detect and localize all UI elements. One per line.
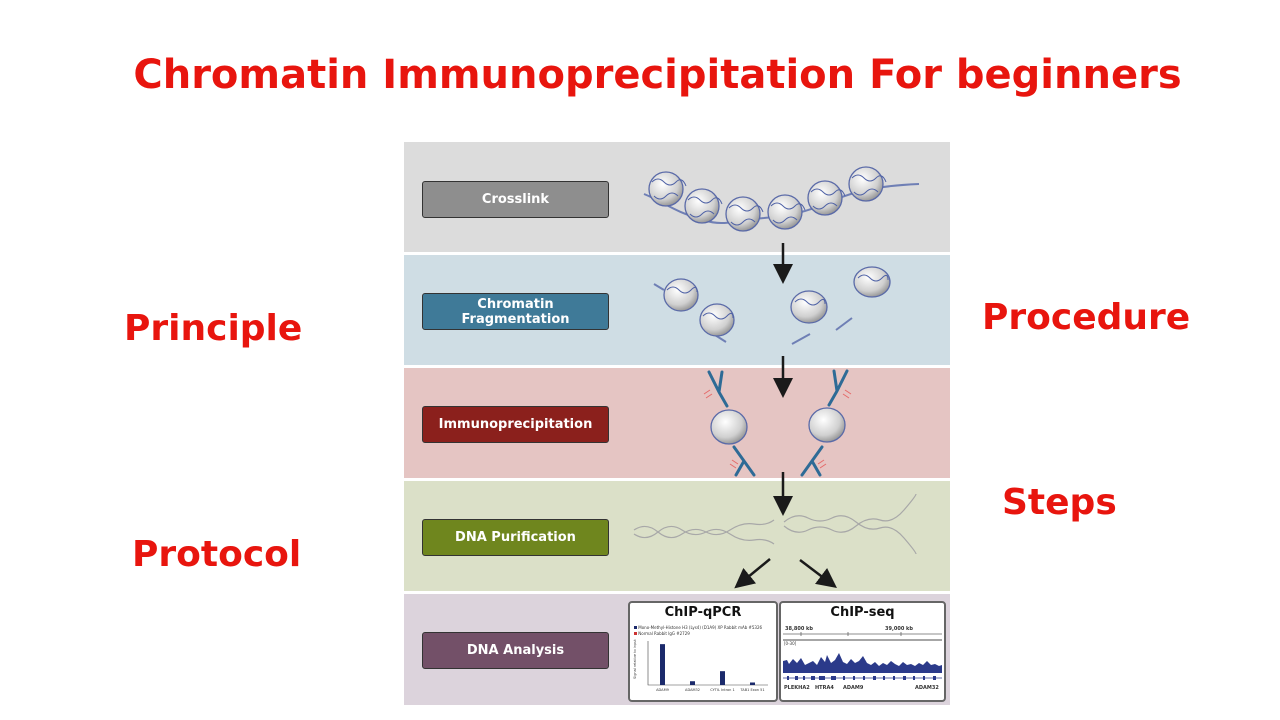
seq-coord-right: 39,000 kb — [885, 626, 913, 632]
chip-qpcr-card: ChIP-qPCR Mono-Methyl-Histone H3 (Lys4) … — [628, 601, 778, 702]
gene-label-htra4: HTRA4 — [815, 685, 834, 691]
qpcr-category-label: TAB1 Exon 51 — [739, 688, 764, 692]
page-title: Chromatin Immunoprecipitation For beginn… — [133, 52, 1182, 98]
qpcr-category-label: CYTIL Intron 1 — [710, 688, 734, 692]
seq-coord-left: 38,800 kb — [785, 626, 813, 632]
purified-dna-icon — [633, 493, 917, 555]
label-steps: Steps — [1002, 482, 1117, 523]
label-protocol: Protocol — [132, 534, 302, 575]
qpcr-bar — [750, 682, 755, 685]
qpcr-legend-2-text: Normal Rabbit IgG #2729 — [638, 631, 690, 636]
qpcr-legend-1-text: Mono-Methyl-Histone H3 (Lys4) (D1A9) XP … — [638, 625, 763, 630]
qpcr-bar — [720, 671, 725, 685]
gene-label-adam32: ADAM32 — [915, 685, 939, 691]
chip-workflow-diagram: Crosslink Chromatin Fragmentation Immuno… — [404, 142, 950, 705]
antibody-bound-chromatin-icon — [703, 369, 852, 477]
label-principle: Principle — [124, 308, 303, 349]
step-label-dna-purification: DNA Purification — [422, 519, 609, 556]
flow-arrows — [734, 243, 837, 589]
step-label-fragmentation: Chromatin Fragmentation — [422, 293, 609, 330]
qpcr-category-label: ADAM32 — [685, 688, 700, 692]
step-label-crosslink: Crosslink — [422, 181, 609, 218]
label-procedure: Procedure — [982, 297, 1191, 338]
seq-signal-area — [783, 653, 942, 673]
qpcr-axis — [647, 641, 768, 686]
seq-range: [0-30] — [784, 641, 797, 646]
step-label-immunoprecipitation: Immunoprecipitation — [422, 406, 609, 443]
band-immunoprecipitation: Immunoprecipitation — [404, 368, 950, 478]
arrow-diagonal-icon — [799, 559, 837, 589]
crosslinked-chromatin-icon — [643, 166, 920, 232]
workflow-illustration — [633, 166, 920, 589]
step-label-dna-analysis: DNA Analysis — [422, 632, 609, 669]
qpcr-bar — [660, 644, 665, 685]
qpcr-legend-1: Mono-Methyl-Histone H3 (Lys4) (D1A9) XP … — [634, 625, 762, 630]
gene-label-plekha2: PLEKHA2 — [784, 685, 810, 691]
fragmented-chromatin-icon — [653, 266, 891, 345]
seq-track — [783, 632, 942, 680]
qpcr-bar — [690, 681, 695, 685]
gene-label-adam9: ADAM9 — [843, 685, 864, 691]
qpcr-category-label: ADAM9 — [656, 688, 669, 692]
chip-seq-title: ChIP-seq — [830, 605, 895, 620]
chip-qpcr-title: ChIP-qPCR — [664, 605, 742, 620]
qpcr-legend-2: Normal Rabbit IgG #2729 — [634, 631, 690, 636]
arrow-diagonal-icon — [734, 558, 771, 589]
chip-seq-card: ChIP-seq 38,800 kb 39,000 kb [0-30] PLEK… — [779, 601, 946, 702]
step-label-fragmentation-text: Chromatin Fragmentation — [461, 296, 570, 327]
qpcr-ylabel: Signal relative to input — [633, 639, 637, 679]
